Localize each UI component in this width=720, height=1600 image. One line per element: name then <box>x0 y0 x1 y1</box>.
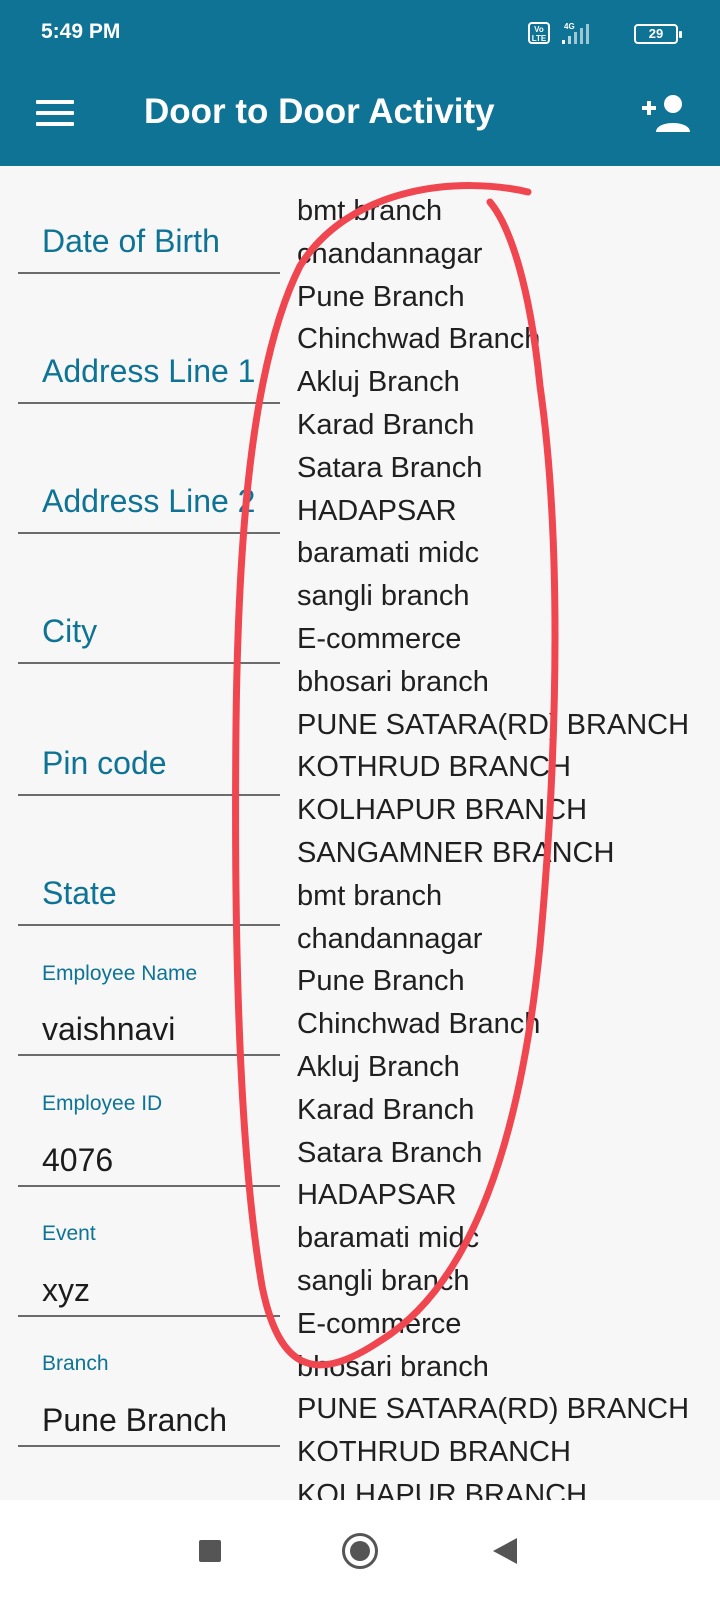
status-time: 5:49 PM <box>41 20 121 43</box>
employee-id-field[interactable]: Employee ID 4076 <box>18 1086 280 1187</box>
form-content: Date of Birth Address Line 1 Address Lin… <box>0 166 720 1500</box>
status-bar: 5:49 PM Vo LTE 4G 29 <box>0 0 720 70</box>
address-line-1-placeholder: Address Line 1 <box>42 353 256 389</box>
dropdown-option[interactable]: sangli branch <box>297 1264 470 1297</box>
date-of-birth-placeholder: Date of Birth <box>42 223 220 259</box>
signal-icon: 4G <box>562 22 589 44</box>
pin-code-placeholder: Pin code <box>42 745 167 781</box>
dropdown-option[interactable]: Pune Branch <box>297 280 465 313</box>
dropdown-option[interactable]: Karad Branch <box>297 1093 475 1126</box>
employee-id-label: Employee ID <box>42 1092 163 1115</box>
dropdown-option[interactable]: HADAPSAR <box>297 494 457 527</box>
dropdown-option[interactable]: KOLHAPUR BRANCH <box>297 1478 588 1500</box>
dropdown-option[interactable]: bmt branch <box>297 879 443 912</box>
dropdown-option[interactable]: KOLHAPUR BRANCH <box>297 794 588 827</box>
employee-name-label: Employee Name <box>42 962 198 985</box>
dropdown-option[interactable]: KOTHRUD BRANCH <box>297 751 571 784</box>
app-bar: Door to Door Activity <box>0 70 720 166</box>
employee-id-value: 4076 <box>42 1142 114 1178</box>
dropdown-option[interactable]: chandannagar <box>297 237 483 270</box>
city-field[interactable]: City <box>18 586 280 664</box>
status-icons: Vo LTE 4G 29 <box>504 20 684 48</box>
dropdown-option[interactable]: baramati midc <box>297 537 480 570</box>
dropdown-option[interactable]: SANGAMNER BRANCH <box>297 836 615 869</box>
dropdown-option[interactable]: KOTHRUD BRANCH <box>297 1436 571 1469</box>
pin-code-field[interactable]: Pin code <box>18 716 280 796</box>
network-type-label: 4G <box>564 22 575 31</box>
dropdown-option[interactable]: E-commerce <box>297 622 462 655</box>
address-line-1-field[interactable]: Address Line 1 <box>18 326 280 404</box>
dropdown-option[interactable]: Pune Branch <box>297 965 465 998</box>
volte-icon: Vo LTE <box>528 22 550 44</box>
dropdown-option[interactable]: bhosari branch <box>297 1350 489 1383</box>
address-line-2-placeholder: Address Line 2 <box>42 483 256 519</box>
dropdown-option[interactable]: PUNE SATARA(RD) BRANCH <box>297 708 690 741</box>
address-line-2-field[interactable]: Address Line 2 <box>18 456 280 534</box>
dropdown-option[interactable]: baramati midc <box>297 1222 480 1255</box>
dropdown-option[interactable]: Chinchwad Branch <box>297 323 541 356</box>
event-value: xyz <box>42 1272 90 1308</box>
square-icon[interactable] <box>199 1540 221 1562</box>
dropdown-option[interactable]: sangli branch <box>297 580 470 613</box>
battery-icon: 29 <box>634 24 682 44</box>
branch-value: Pune Branch <box>42 1402 228 1438</box>
event-label: Event <box>42 1222 96 1245</box>
branch-label: Branch <box>42 1352 109 1375</box>
dropdown-option[interactable]: E-commerce <box>297 1307 462 1340</box>
back-triangle-icon[interactable] <box>493 1538 517 1564</box>
dropdown-option[interactable]: Akluj Branch <box>297 366 460 399</box>
dropdown-option[interactable]: Satara Branch <box>297 1136 483 1169</box>
employee-name-value: vaishnavi <box>42 1011 176 1047</box>
dropdown-option[interactable]: chandannagar <box>297 922 483 955</box>
home-circle-icon[interactable] <box>342 1533 378 1569</box>
menu-icon[interactable] <box>36 96 76 136</box>
state-placeholder: State <box>42 875 117 911</box>
app-title: Door to Door Activity <box>144 92 495 131</box>
dropdown-option[interactable]: bmt branch <box>297 195 443 227</box>
dropdown-option[interactable]: Karad Branch <box>297 408 475 441</box>
dropdown-option[interactable]: Akluj Branch <box>297 1050 460 1083</box>
branch-field[interactable]: Branch Pune Branch <box>18 1346 280 1447</box>
date-of-birth-field[interactable]: Date of Birth <box>18 196 280 274</box>
city-placeholder: City <box>42 613 98 649</box>
dropdown-option[interactable]: HADAPSAR <box>297 1179 457 1212</box>
dropdown-option[interactable]: PUNE SATARA(RD) BRANCH <box>297 1393 690 1426</box>
add-person-icon[interactable] <box>640 92 692 136</box>
dropdown-option[interactable]: bhosari branch <box>297 665 489 698</box>
event-field[interactable]: Event xyz <box>18 1216 280 1317</box>
dropdown-option[interactable]: Chinchwad Branch <box>297 1008 541 1041</box>
employee-name-field[interactable]: Employee Name vaishnavi <box>18 956 280 1056</box>
dropdown-option[interactable]: Satara Branch <box>297 451 483 484</box>
state-field[interactable]: State <box>18 846 280 926</box>
system-nav-bar <box>0 1500 720 1600</box>
